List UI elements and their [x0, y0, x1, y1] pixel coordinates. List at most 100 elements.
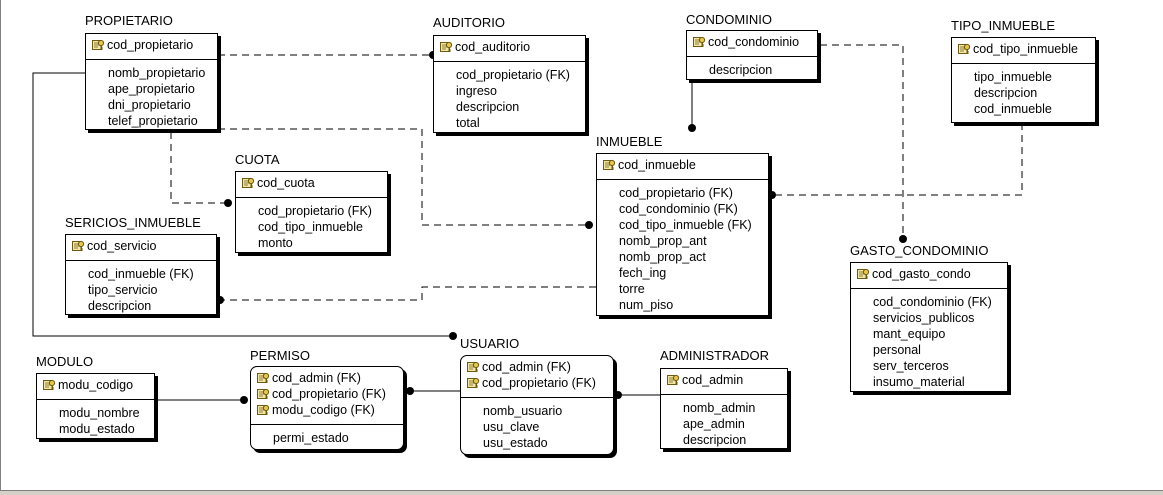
attribute-label: cod_admin (FK) [482, 360, 571, 374]
rel-end-dot [406, 387, 414, 395]
primary-key-icon [43, 379, 56, 390]
rel-condominio-gasto [820, 44, 904, 237]
entity-attribute: nomb_admin [683, 401, 756, 415]
entity-attribute: descripcion [974, 86, 1038, 100]
primary-key-attribute: cod_admin (FK) [461, 359, 613, 375]
rel-end-dot [768, 191, 776, 199]
entity-attribute: insumo_material [873, 375, 965, 389]
entity-attribute: ingreso [456, 84, 497, 98]
primary-key-attribute: cod_gasto_condo [851, 266, 1007, 282]
attribute-label: cod_tipo_inmueble [973, 42, 1078, 56]
attribute-label: cod_admin [682, 373, 744, 387]
entity-attribute: descripcion [709, 63, 773, 77]
entity-title: AUDITORIO [433, 15, 505, 30]
primary-key-icon [467, 361, 480, 372]
primary-key-icon [603, 159, 616, 170]
primary-key-attribute: cod_inmueble [597, 157, 768, 173]
entity-attribute: modu_estado [59, 422, 135, 436]
attribute-label: cod_inmueble [618, 158, 696, 172]
rel-propietario-usuario [32, 72, 453, 337]
entity-attribute: dni_propietario [108, 98, 191, 112]
primary-key-section: cod_tipo_inmueble [952, 38, 1095, 64]
entity-attribute: nomb_prop_ant [619, 234, 707, 248]
entity-attribute: total [456, 116, 480, 130]
entity-box: cod_propietario nomb_propietario ape_propi… [85, 33, 218, 130]
entity-attribute: ape_admin [683, 417, 745, 431]
rel-end-dot [224, 199, 232, 207]
entity-attribute: permi_estado [273, 431, 349, 445]
rel-end-dot [899, 235, 907, 243]
primary-key-attribute: cod_admin (FK) [251, 370, 403, 386]
primary-key-attribute: modu_codigo (FK) [251, 402, 403, 418]
entity-attribute: fech_ing [619, 266, 667, 280]
entity-box: cod_admin (FK)cod_propietario (FK)modu_c… [250, 366, 404, 450]
entity-title: MODULO [36, 354, 94, 369]
rel-end-dot [216, 296, 224, 304]
primary-key-section: cod_auditorio [434, 36, 585, 62]
primary-key-section: cod_propietario [86, 34, 217, 60]
entity-box: cod_auditorio cod_propietario (FK) ingreso… [433, 35, 586, 133]
rel-end-dot [240, 396, 248, 404]
attribute-section: permi_estado [251, 430, 403, 446]
rel-propietario-cuota [170, 132, 228, 204]
entity-attribute: cod_inmueble [974, 102, 1052, 116]
entity-attribute: serv_terceros [873, 359, 949, 373]
primary-key-icon [72, 240, 85, 251]
entity-attribute: ape_propietario [108, 82, 195, 96]
primary-key-section: cod_admin [661, 369, 787, 395]
primary-key-icon [667, 374, 680, 385]
entity-attribute: mant_equipo [873, 327, 946, 341]
primary-key-attribute: cod_admin [661, 372, 787, 388]
attribute-label: modu_codigo (FK) [272, 403, 375, 417]
primary-key-attribute: cod_tipo_inmueble [952, 41, 1095, 57]
entity-attribute: cod_tipo_inmueble [258, 220, 363, 234]
entity-title: CONDOMINIO [686, 12, 772, 27]
entity-title: PROPIETARIO [85, 13, 173, 28]
entity-title: GASTO_CONDOMINIO [850, 243, 989, 258]
entity-attribute: tipo_servicio [88, 283, 158, 297]
entity-title: SERICIOS_INMUEBLE [65, 215, 201, 230]
primary-key-icon [257, 372, 270, 383]
attribute-label: cod_gasto_condo [872, 267, 971, 281]
rel-end-dot [585, 221, 593, 229]
entity-title: INMUEBLE [596, 134, 663, 149]
entity-title: PERMISO [250, 348, 310, 363]
entity-attribute: cod_condominio (FK) [619, 202, 738, 216]
entity-attribute: nomb_usuario [483, 404, 563, 418]
entity-attribute: nomb_propietario [108, 66, 206, 80]
entity-attribute: usu_estado [483, 436, 548, 450]
primary-key-attribute: cod_servicio [66, 238, 216, 254]
primary-key-attribute: cod_propietario [86, 37, 217, 53]
entity-title: USUARIO [460, 336, 520, 351]
entity-box: cod_gasto_condo cod_condominio (FK)servic… [850, 262, 1008, 392]
entity-attribute: cod_propietario (FK) [456, 68, 570, 82]
entity-attribute: num_piso [619, 298, 674, 312]
rel-inmueble-servicios [220, 286, 596, 301]
attribute-label: cod_propietario [107, 38, 194, 52]
primary-key-attribute: cod_propietario (FK) [461, 375, 613, 391]
rel-end-dot [449, 332, 457, 340]
attribute-section: nomb_propietario ape_propietario dni_propi… [86, 65, 217, 129]
primary-key-attribute: cod_auditorio [434, 39, 585, 55]
entity-title: TIPO_INMUEBLE [951, 18, 1056, 33]
attribute-label: cod_condominio [708, 35, 800, 49]
entity-attribute: descripcion [683, 433, 747, 447]
entity-attribute: descripcion [456, 100, 520, 114]
entity-attribute: usu_clave [483, 420, 540, 434]
entity-box: cod_admin nomb_admin ape_admin descripcion [660, 368, 788, 449]
rel-end-dot [614, 391, 622, 399]
entity-box: cod_condominio descripcion [686, 30, 818, 80]
primary-key-icon [693, 36, 706, 47]
entity-attribute: personal [873, 343, 921, 357]
primary-key-icon [257, 388, 270, 399]
primary-key-attribute: modu_codigo [37, 377, 154, 393]
primary-key-section: cod_inmueble [597, 154, 768, 180]
